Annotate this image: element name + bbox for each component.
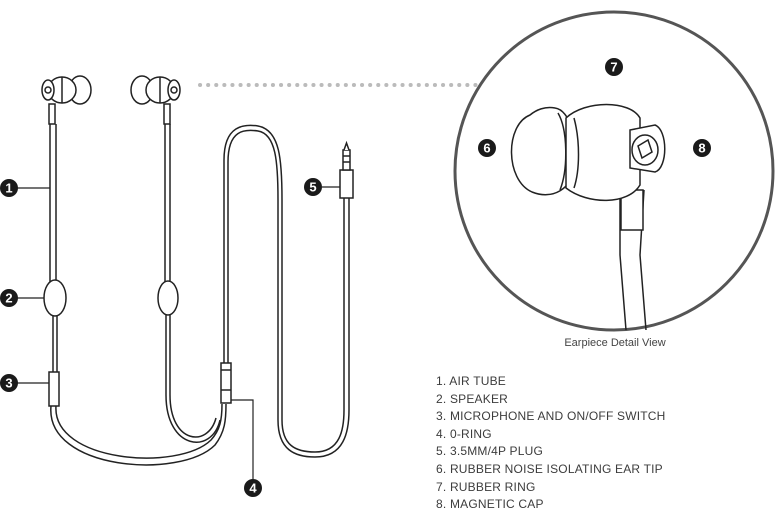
svg-text:1: 1 — [5, 181, 12, 196]
parts-list-item: 3. MICROPHONE AND ON/OFF SWITCH — [436, 409, 666, 424]
svg-text:7: 7 — [610, 60, 617, 75]
callout-badge-8: 8 — [693, 139, 711, 157]
svg-text:5: 5 — [309, 180, 316, 195]
right-cable — [157, 103, 221, 443]
parts-list: 1. AIR TUBE 2. SPEAKER 3. MICROPHONE AND… — [436, 373, 666, 514]
svg-text:6: 6 — [483, 141, 490, 156]
svg-text:4: 4 — [249, 481, 257, 496]
parts-list-item: 6. RUBBER NOISE ISOLATING EAR TIP — [436, 461, 663, 476]
callout-badge-3: 3 — [0, 374, 18, 392]
left-cable — [43, 103, 227, 466]
svg-text:3: 3 — [5, 376, 12, 391]
parts-list-item: 4. 0-RING — [436, 426, 492, 441]
detail-view — [453, 10, 775, 332]
ear-tip — [510, 106, 577, 196]
parts-list-item: 8. MAGNETIC CAP — [436, 497, 544, 512]
audio-plug — [339, 140, 354, 199]
earpiece-body — [565, 103, 641, 202]
callout-badge-4: 4 — [244, 479, 262, 497]
right-earpiece — [130, 75, 181, 105]
svg-text:8: 8 — [698, 141, 705, 156]
svg-text:2: 2 — [5, 291, 12, 306]
magnetic-cap — [629, 124, 666, 173]
callout-badge-2: 2 — [0, 289, 18, 307]
main-cable — [220, 124, 350, 458]
callout-badges: 1 2 3 4 5 6 7 8 — [0, 58, 711, 497]
parts-list-item: 7. RUBBER RING — [436, 479, 536, 494]
parts-list-item: 1. AIR TUBE — [436, 374, 507, 388]
left-earpiece — [41, 75, 92, 105]
parts-list-item: 5. 3.5MM/4P PLUG — [436, 444, 544, 459]
callout-badge-7: 7 — [605, 58, 623, 76]
parts-list-item: 2. SPEAKER — [436, 391, 509, 406]
callout-badge-6: 6 — [478, 139, 496, 157]
callout-badge-1: 1 — [0, 179, 18, 197]
callout-badge-5: 5 — [304, 178, 322, 196]
detail-caption: Earpiece Detail View — [564, 337, 666, 349]
